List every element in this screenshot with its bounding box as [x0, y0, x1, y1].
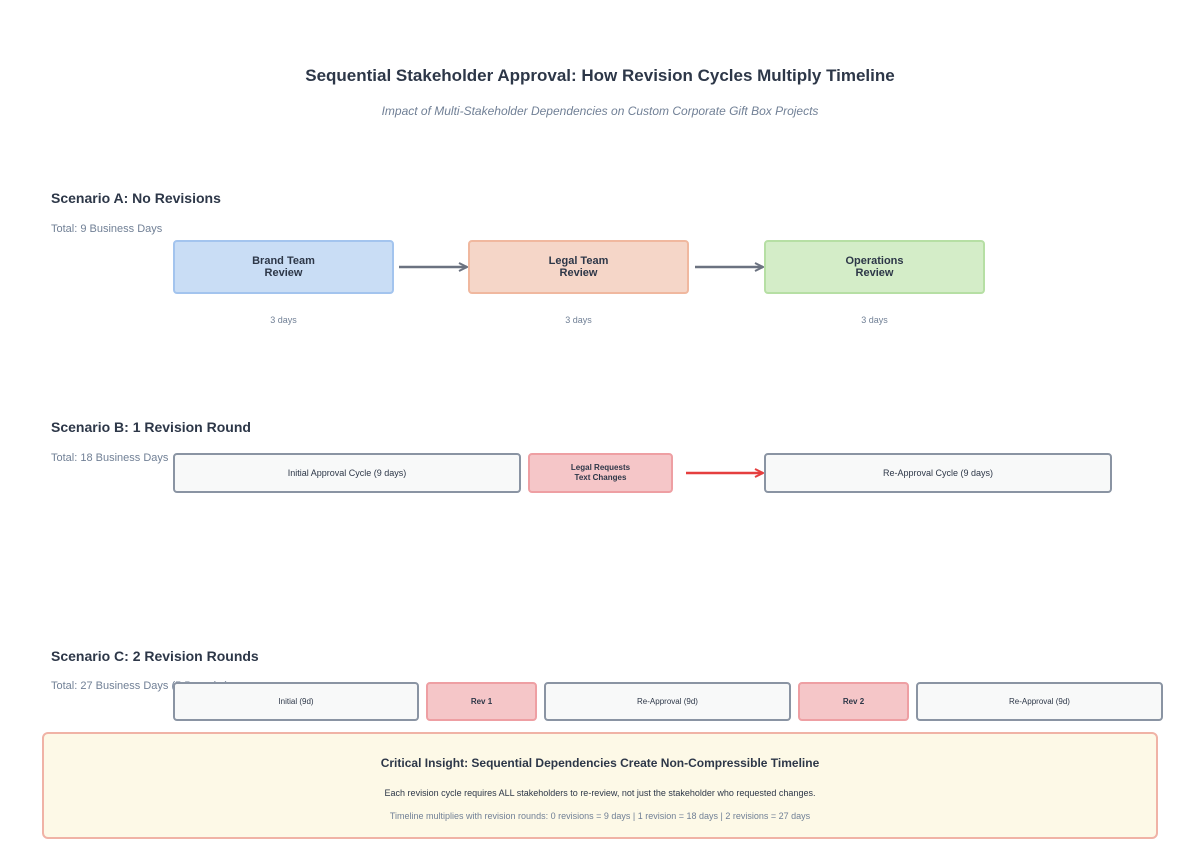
- scenario-b-title: Scenario B: 1 Revision Round: [51, 419, 251, 435]
- brand-team-review-box: Brand Team Review: [173, 240, 394, 294]
- legal-requests-changes-box: Legal Requests Text Changes: [528, 453, 673, 493]
- legal-review-duration: 3 days: [565, 315, 592, 325]
- brand-review-duration: 3 days: [270, 315, 297, 325]
- scenario-a-title: Scenario A: No Revisions: [51, 190, 221, 206]
- insight-title: Critical Insight: Sequential Dependencie…: [380, 756, 820, 770]
- re-approval-1-block: Re-Approval (9d): [544, 682, 791, 721]
- revision-1-block: Rev 1: [426, 682, 537, 721]
- initial-cycle-block: Initial (9d): [173, 682, 419, 721]
- critical-insight-panel: Critical Insight: Sequential Dependencie…: [42, 732, 1158, 839]
- legal-team-review-box: Legal Team Review: [468, 240, 689, 294]
- diagram-subtitle: Impact of Multi-Stakeholder Dependencies…: [381, 104, 819, 118]
- operations-review-box: Operations Review: [764, 240, 985, 294]
- insight-summary: Timeline multiplies with revision rounds…: [389, 811, 811, 821]
- re-approval-2-block: Re-Approval (9d): [916, 682, 1163, 721]
- initial-approval-cycle-box: Initial Approval Cycle (9 days): [173, 453, 521, 493]
- revision-2-block: Rev 2: [798, 682, 909, 721]
- scenario-a-total: Total: 9 Business Days: [51, 223, 163, 235]
- diagram-title: Sequential Stakeholder Approval: How Rev…: [305, 66, 895, 85]
- re-approval-cycle-box: Re-Approval Cycle (9 days): [764, 453, 1112, 493]
- scenario-c-title: Scenario C: 2 Revision Rounds: [51, 648, 259, 664]
- scenario-b-total: Total: 18 Business Days: [51, 452, 169, 464]
- insight-text: Each revision cycle requires ALL stakeho…: [384, 788, 816, 798]
- operations-review-duration: 3 days: [861, 315, 888, 325]
